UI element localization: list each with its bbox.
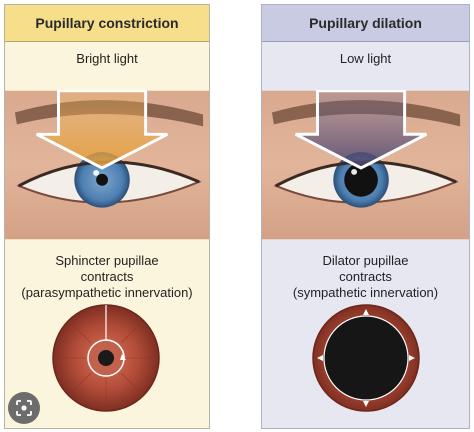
low-light-label: Low light (339, 51, 392, 66)
constriction-caption: Sphincter pupillae contracts (parasympat… (5, 253, 209, 301)
caption-line-3: (parasympathetic innervation) (21, 285, 193, 300)
caption-line-2: contracts (80, 269, 134, 284)
google-lens-button[interactable] (8, 392, 40, 424)
radial-fibers (56, 308, 156, 408)
catchlight (351, 168, 358, 175)
google-lens-icon (16, 400, 32, 416)
dilator-pupillae-diagram (312, 304, 420, 412)
bright-light-arrow (36, 90, 169, 170)
caption-line-2: contracts (339, 269, 392, 284)
dilation-caption: Dilator pupillae contracts (sympathetic … (262, 253, 469, 301)
constriction-panel: Pupillary constriction Bright light (4, 4, 210, 429)
caption-line-3: (sympathetic innervation) (292, 285, 439, 300)
constricted-pupil-diagram (98, 350, 114, 366)
catchlight (93, 169, 100, 176)
dilation-arrows (317, 309, 415, 407)
caption-line-1: Sphincter pupillae (55, 253, 159, 268)
constricted-pupil (96, 173, 108, 186)
bright-light-label: Bright light (76, 51, 138, 66)
constriction-title: Pupillary constriction (5, 5, 209, 42)
constricted-eye-illustration (5, 90, 209, 240)
dilation-title: Pupillary dilation (262, 5, 469, 42)
dilation-panel: Pupillary dilation Low light (261, 4, 470, 429)
low-light-arrow (294, 90, 428, 170)
dilated-pupil-diagram (323, 315, 409, 401)
contraction-arrowhead (120, 354, 126, 360)
contraction-arrow (105, 339, 125, 359)
dilated-eye-illustration (262, 90, 469, 240)
sphincter-pupillae-diagram (52, 304, 160, 412)
caption-line-1: Dilator pupillae (322, 253, 409, 268)
